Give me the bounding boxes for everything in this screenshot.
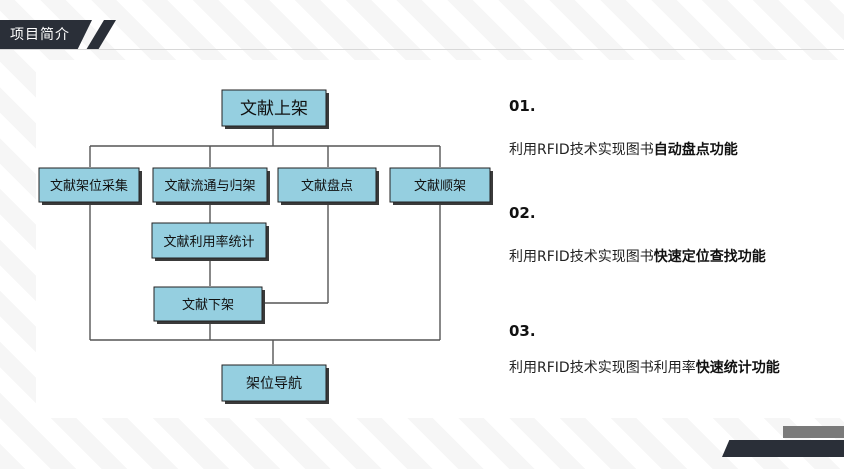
node-navigation-label: 架位导航 bbox=[246, 376, 302, 392]
feature-item-3: 03. 利用RFID技术实现图书利用率快速统计功能 bbox=[509, 322, 780, 377]
header-bar bbox=[0, 20, 92, 50]
header-divider bbox=[0, 49, 844, 50]
feature-description: 利用RFID技术实现图书自动盘点功能 bbox=[509, 139, 738, 159]
page-title: 项目简介 bbox=[10, 27, 70, 43]
node-inventory: 文献盘点 bbox=[277, 167, 379, 205]
footer-gray-bar bbox=[783, 426, 844, 438]
node-shelving-label: 文献上架 bbox=[240, 99, 308, 119]
node-ordering: 文献顺架 bbox=[389, 167, 493, 205]
footer-dark-bar bbox=[722, 440, 844, 457]
feature-text: 利用RFID技术实现图书 bbox=[509, 249, 654, 265]
feature-item-1: 01. 利用RFID技术实现图书自动盘点功能 bbox=[509, 97, 738, 159]
node-navigation: 架位导航 bbox=[221, 364, 329, 404]
feature-description: 利用RFID技术实现图书快速定位查找功能 bbox=[509, 246, 766, 266]
feature-number: 03. bbox=[509, 322, 536, 340]
feature-emphasis: 快速定位查找功能 bbox=[653, 249, 766, 265]
feature-description: 利用RFID技术实现图书利用率快速统计功能 bbox=[509, 357, 780, 377]
node-removal: 文献下架 bbox=[153, 286, 265, 324]
node-shelving: 文献上架 bbox=[221, 89, 329, 129]
node-utilization-label: 文献利用率统计 bbox=[163, 234, 254, 250]
feature-emphasis: 自动盘点功能 bbox=[653, 142, 738, 158]
feature-emphasis: 快速统计功能 bbox=[695, 360, 780, 376]
node-circulation: 文献流通与归架 bbox=[152, 167, 270, 205]
diagram-connectors bbox=[89, 127, 441, 364]
feature-text: 利用RFID技术实现图书 bbox=[509, 142, 654, 158]
node-shelf-collect: 文献架位采集 bbox=[38, 167, 142, 205]
node-ordering-label: 文献顺架 bbox=[414, 179, 466, 194]
node-removal-label: 文献下架 bbox=[182, 298, 234, 313]
feature-number: 01. bbox=[509, 97, 536, 115]
feature-number: 02. bbox=[509, 204, 536, 222]
feature-item-2: 02. 利用RFID技术实现图书快速定位查找功能 bbox=[509, 204, 766, 266]
feature-text: 利用RFID技术实现图书利用率 bbox=[509, 360, 696, 376]
node-inventory-label: 文献盘点 bbox=[301, 178, 353, 194]
node-circulation-label: 文献流通与归架 bbox=[164, 179, 255, 194]
node-utilization: 文献利用率统计 bbox=[151, 222, 269, 261]
node-shelf-collect-label: 文献架位采集 bbox=[50, 178, 128, 194]
